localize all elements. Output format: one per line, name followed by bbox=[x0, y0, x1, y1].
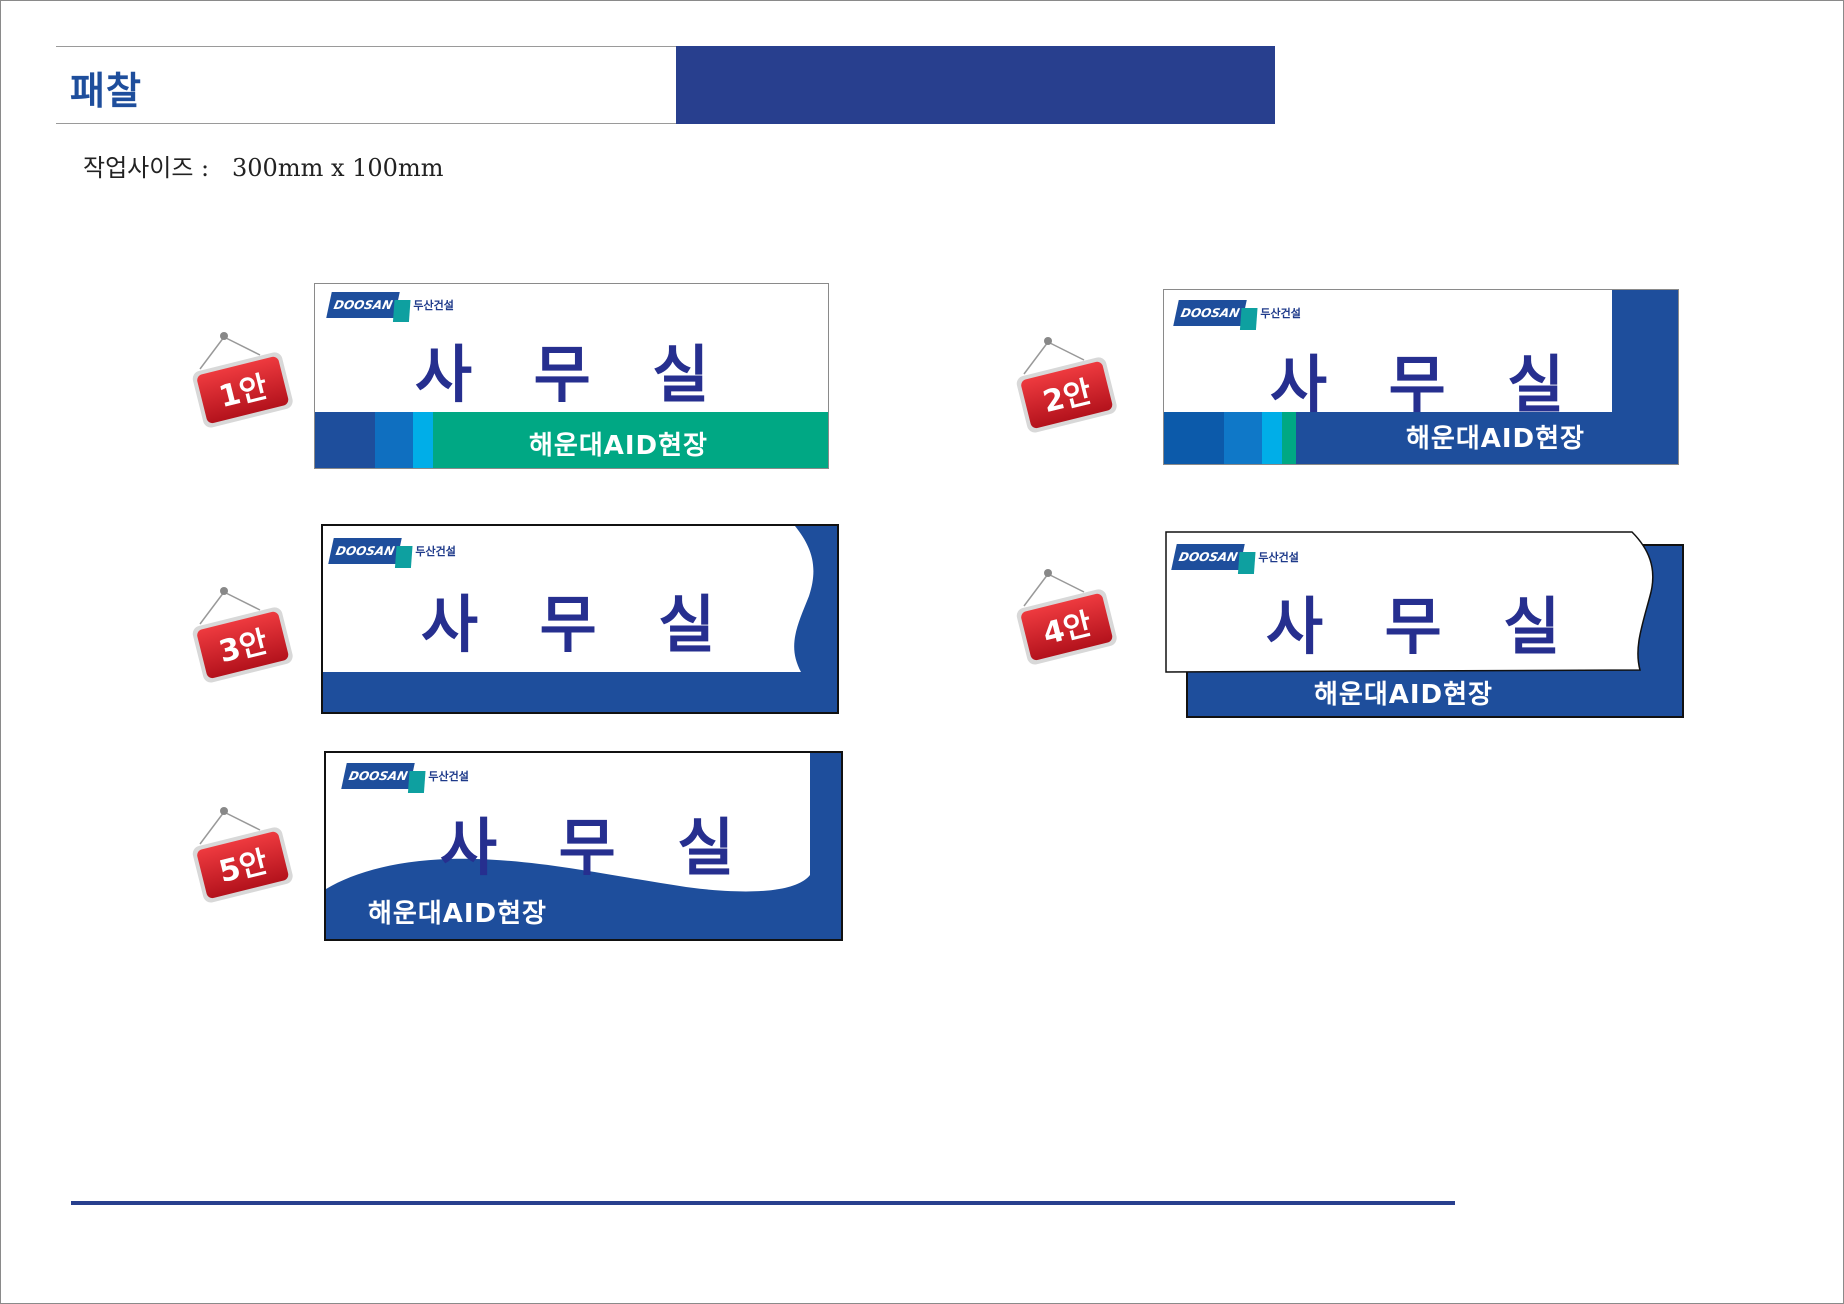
stripe-mid-blue bbox=[1224, 412, 1262, 464]
doosan-logo: DOOSAN 두산건설 bbox=[1173, 300, 1301, 326]
stripe-mid-blue bbox=[375, 412, 413, 468]
footer-rule bbox=[71, 1201, 1455, 1205]
doosan-logo-mark: DOOSAN bbox=[341, 763, 416, 789]
doosan-logo-mark: DOOSAN bbox=[326, 292, 401, 318]
option-tag-1: 1안 bbox=[186, 325, 298, 431]
sign-option-3: DOOSAN 두산건설 사 무 실 bbox=[321, 524, 839, 714]
stripe-sky bbox=[1262, 412, 1282, 464]
sign-option-4: DOOSAN 두산건설 사 무 실 해운대AID현장 bbox=[1164, 530, 1684, 718]
white-wave-panel bbox=[323, 526, 814, 672]
stripe-dark-blue bbox=[1164, 412, 1224, 464]
doosan-logo: DOOSAN 두산건설 bbox=[326, 292, 454, 318]
header-accent-bar bbox=[676, 46, 1275, 124]
sign-option-1: DOOSAN 두산건설 사 무 실 해운대AID현장 bbox=[314, 283, 829, 469]
site-name: 해운대AID현장 bbox=[368, 899, 547, 929]
white-wave-panel bbox=[326, 753, 810, 892]
white-front-panel bbox=[1165, 531, 1654, 673]
company-name: 두산건설 bbox=[428, 770, 469, 783]
stripe-teal bbox=[1282, 412, 1296, 464]
sign-title: 사 무 실 bbox=[1266, 590, 1561, 663]
company-name: 두산건설 bbox=[413, 299, 454, 312]
site-name: 해운대AID현장 bbox=[1314, 680, 1493, 710]
sign-title: 사 무 실 bbox=[421, 588, 716, 661]
stripe-teal bbox=[433, 412, 828, 468]
doosan-logo: DOOSAN 두산건설 bbox=[1171, 544, 1299, 570]
header-rule-top bbox=[56, 46, 676, 47]
doosan-logo-mark: DOOSAN bbox=[1173, 300, 1248, 326]
company-name: 두산건설 bbox=[1258, 551, 1299, 564]
sign-option-5: DOOSAN 두산건설 사 무 실 해운대AID현장 bbox=[324, 751, 843, 941]
work-size-label: 작업사이즈 : bbox=[83, 154, 210, 182]
pin-icon bbox=[1044, 569, 1052, 577]
company-name: 두산건설 bbox=[415, 545, 456, 558]
sign-title: 사 무 실 bbox=[440, 811, 735, 884]
stripe-navy bbox=[1296, 412, 1678, 464]
page-title: 패찰 bbox=[70, 69, 142, 113]
option-tag-2: 2안 bbox=[1010, 330, 1122, 436]
stripe-sky bbox=[413, 412, 433, 468]
work-size-value: 300mm x 100mm bbox=[232, 154, 444, 182]
sign-title: 사 무 실 bbox=[415, 338, 710, 411]
sign-option-2: DOOSAN 두산건설 사 무 실 해운대AID현장 bbox=[1163, 289, 1679, 465]
option-tag-4: 4안 bbox=[1010, 562, 1122, 668]
page-header: 패찰 bbox=[56, 46, 1275, 124]
pin-icon bbox=[220, 332, 228, 340]
site-name: 해운대AID현장 bbox=[529, 431, 708, 461]
option-tag-5: 5안 bbox=[186, 800, 298, 906]
doosan-logo-mark: DOOSAN bbox=[1171, 544, 1246, 570]
doosan-logo: DOOSAN 두산건설 bbox=[341, 763, 469, 789]
option-tag-3: 3안 bbox=[186, 580, 298, 686]
sign-title: 사 무 실 bbox=[1270, 348, 1565, 421]
company-name: 두산건설 bbox=[1260, 307, 1301, 320]
site-name: 해운대AID현장 bbox=[1406, 424, 1585, 454]
doosan-logo: DOOSAN 두산건설 bbox=[328, 538, 456, 564]
stripe-dark-blue bbox=[315, 412, 375, 468]
pin-icon bbox=[1044, 337, 1052, 345]
pin-icon bbox=[220, 587, 228, 595]
pin-icon bbox=[220, 807, 228, 815]
work-size-line: 작업사이즈 : 300mm x 100mm bbox=[83, 148, 443, 183]
header-rule-bottom bbox=[56, 123, 676, 124]
doosan-logo-mark: DOOSAN bbox=[328, 538, 403, 564]
